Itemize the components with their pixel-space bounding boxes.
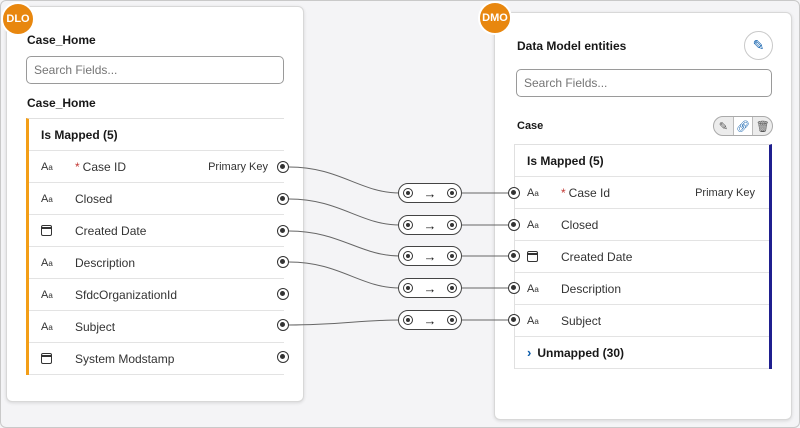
field-name: Created Date xyxy=(561,249,633,264)
mapping-transform[interactable]: → xyxy=(398,183,462,203)
connector-dot-icon xyxy=(403,188,413,198)
edit-entity-button[interactable]: ✎ xyxy=(744,31,773,60)
field-name: System Modstamp xyxy=(75,351,175,366)
field-name: Closed xyxy=(561,217,599,232)
unmapped-label: Unmapped (30) xyxy=(537,345,625,360)
connector-dot-icon xyxy=(447,251,457,261)
required-marker: * xyxy=(75,159,80,174)
connector-dot-icon xyxy=(403,283,413,293)
dmo-group-header: Is Mapped (5) xyxy=(515,145,769,177)
trash-icon[interactable]: 🗑︎ xyxy=(755,120,770,133)
field-label: *Case Id xyxy=(561,186,610,200)
pencil-icon[interactable]: ✎ xyxy=(714,117,734,135)
arrow-right-icon: → xyxy=(423,280,437,296)
target-connector-dot[interactable] xyxy=(508,187,520,199)
dlo-title: Case_Home xyxy=(27,33,96,47)
field-name: Case ID xyxy=(82,159,127,174)
source-connector-dot[interactable] xyxy=(277,351,289,363)
connector-dot-icon xyxy=(403,315,413,325)
entity-action-group: ✎ 🔗︎ 🗑︎ xyxy=(713,116,773,136)
connector-dot-icon xyxy=(403,251,413,261)
source-connector-dot[interactable] xyxy=(277,193,289,205)
dmo-badge: DMO xyxy=(478,1,512,35)
primary-key-label: Primary Key xyxy=(695,186,755,199)
calendar-icon xyxy=(41,353,63,364)
dmo-search-input[interactable] xyxy=(516,69,772,97)
arrow-right-icon: → xyxy=(423,312,437,328)
arrow-right-icon: → xyxy=(423,185,437,201)
target-connector-dot[interactable] xyxy=(508,282,520,294)
target-connector-dot[interactable] xyxy=(508,314,520,326)
field-name: Case Id xyxy=(568,185,611,200)
dmo-title: Data Model entities xyxy=(517,39,627,53)
connector-dot-icon xyxy=(447,220,457,230)
connector-dot-icon xyxy=(447,315,457,325)
list-item[interactable]: Created Date xyxy=(515,241,769,273)
target-connector-dot[interactable] xyxy=(508,219,520,231)
connector-dot-icon xyxy=(403,220,413,230)
unmapped-group-toggle[interactable]: › Unmapped (30) xyxy=(515,337,769,369)
field-name: Description xyxy=(561,281,622,296)
field-name: Description xyxy=(75,255,136,270)
connector-dot-icon xyxy=(447,188,457,198)
field-name: Subject xyxy=(75,319,116,334)
mapping-transform[interactable]: → xyxy=(398,310,462,330)
source-connector-dot[interactable] xyxy=(277,256,289,268)
list-item[interactable]: Created Date xyxy=(29,215,284,247)
dlo-subtitle: Case_Home xyxy=(27,96,96,110)
pencil-icon: ✎ xyxy=(752,37,765,53)
arrow-right-icon: → xyxy=(423,217,437,233)
field-name: Created Date xyxy=(75,223,147,238)
source-connector-dot[interactable] xyxy=(277,161,289,173)
calendar-icon xyxy=(41,225,63,236)
field-name: SfdcOrganizationId xyxy=(75,287,178,302)
connector-dot-icon xyxy=(447,283,457,293)
dlo-group-header: Is Mapped (5) xyxy=(29,119,284,151)
field-name: Closed xyxy=(75,191,113,206)
target-connector-dot[interactable] xyxy=(508,250,520,262)
source-connector-dot[interactable] xyxy=(277,319,289,331)
dmo-subtitle: Case xyxy=(517,120,544,132)
mapping-transform[interactable]: → xyxy=(398,246,462,266)
source-connector-dot[interactable] xyxy=(277,225,289,237)
link-icon[interactable]: 🔗︎ xyxy=(733,117,754,135)
primary-key-label: Primary Key xyxy=(208,160,268,173)
field-name: Subject xyxy=(561,313,602,328)
calendar-icon xyxy=(527,251,549,262)
source-connector-dot[interactable] xyxy=(277,288,289,300)
dlo-search-input[interactable] xyxy=(26,56,284,84)
dlo-badge: DLO xyxy=(1,2,35,36)
arrow-right-icon: → xyxy=(423,248,437,264)
field-label: *Case ID xyxy=(75,160,126,174)
mapping-transform[interactable]: → xyxy=(398,278,462,298)
required-marker: * xyxy=(561,185,566,200)
mapping-transform[interactable]: → xyxy=(398,215,462,235)
list-item[interactable]: System Modstamp xyxy=(29,343,284,375)
chevron-right-icon: › xyxy=(527,345,532,360)
